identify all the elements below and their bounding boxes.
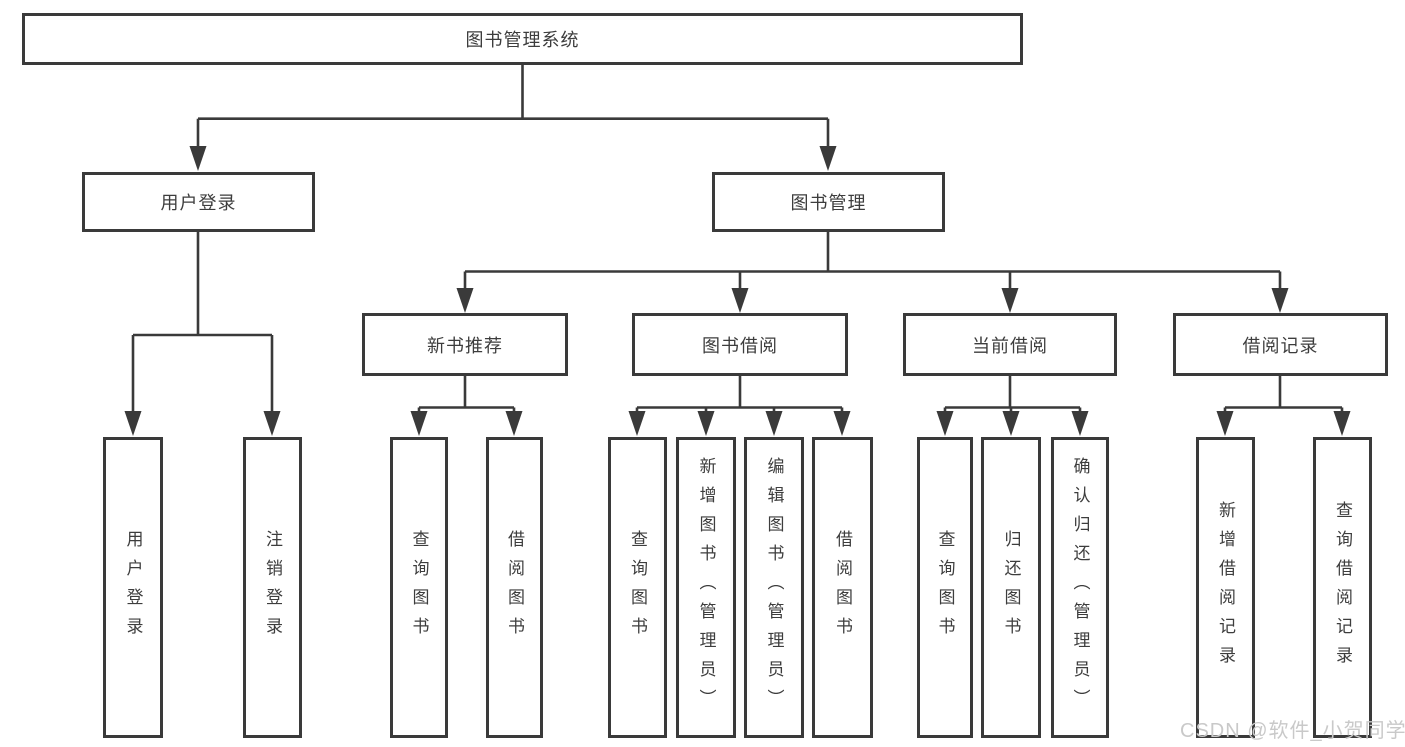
arrowhead: [936, 411, 954, 436]
arrowhead: [505, 411, 523, 436]
arrowhead: [1271, 288, 1289, 313]
node-label: 图书管理: [790, 193, 867, 213]
node-new-book-recommend: 新书推荐: [362, 313, 568, 376]
connector-new-books-children: [410, 376, 523, 436]
leaf-add-books-admin: 新增图书（管理员）: [676, 437, 736, 738]
arrowhead: [819, 146, 837, 171]
arrowhead: [833, 411, 851, 436]
node-label: 用户登录: [160, 193, 237, 213]
node-label: 新增图书（管理员）: [696, 457, 716, 718]
node-library-system: 图书管理系统: [22, 13, 1023, 65]
connector-records-children: [1216, 376, 1351, 436]
arrowhead: [1333, 411, 1351, 436]
connector-book-mgmt-children: [456, 232, 1289, 313]
arrowhead: [189, 146, 207, 171]
leaf-query-books-current: 查询图书: [917, 437, 973, 738]
csdn-watermark: CSDN @软件_小贺同学: [1180, 720, 1405, 742]
arrowhead: [1002, 411, 1020, 436]
node-label: 借阅图书: [505, 529, 524, 646]
connector-borrowing-children: [628, 376, 851, 436]
node-label: 归还图书: [1001, 529, 1021, 646]
arrowhead: [263, 411, 281, 436]
arrowhead: [1216, 411, 1234, 436]
node-book-borrowing: 图书借阅: [632, 313, 848, 376]
node-label: 注销登录: [263, 529, 282, 646]
arrowhead: [731, 288, 749, 313]
arrowhead: [697, 411, 715, 436]
leaf-borrow-books-borrowing: 借阅图书: [812, 437, 873, 738]
leaf-add-borrow-record: 新增借阅记录: [1196, 437, 1255, 738]
leaf-borrow-books-recommend: 借阅图书: [486, 437, 543, 738]
leaf-query-borrow-record: 查询借阅记录: [1313, 437, 1372, 738]
node-label: 查询图书: [409, 529, 429, 646]
node-label: 新增借阅记录: [1216, 500, 1235, 675]
node-label: 查询借阅记录: [1333, 500, 1352, 675]
node-borrow-records: 借阅记录: [1173, 313, 1388, 376]
arrowhead: [456, 288, 474, 313]
arrowhead: [628, 411, 646, 436]
node-label: 当前借阅: [972, 335, 1048, 356]
leaf-logout: 注销登录: [243, 437, 302, 738]
arrowhead: [765, 411, 783, 436]
leaf-edit-books-admin: 编辑图书（管理员）: [744, 437, 804, 738]
node-current-borrowing: 当前借阅: [903, 313, 1117, 376]
node-label: 图书管理系统: [465, 30, 580, 50]
node-book-management: 图书管理: [712, 172, 945, 232]
node-label: 查询图书: [628, 529, 647, 646]
node-label: 借阅记录: [1242, 335, 1319, 356]
node-user-login: 用户登录: [82, 172, 315, 232]
arrowhead: [1071, 411, 1089, 436]
leaf-query-books-borrowing: 查询图书: [608, 437, 667, 738]
node-label: 新书推荐: [427, 335, 503, 356]
arrowhead: [124, 411, 142, 436]
arrowhead: [410, 411, 428, 436]
connector-current-children: [936, 376, 1089, 436]
leaf-return-books: 归还图书: [981, 437, 1041, 738]
connector-root-to-level1: [189, 65, 837, 171]
node-label: 查询图书: [935, 529, 955, 646]
node-label: 用户登录: [123, 529, 143, 646]
leaf-user-login: 用户登录: [103, 437, 163, 738]
leaf-query-books-recommend: 查询图书: [390, 437, 448, 738]
node-label: 图书借阅: [702, 335, 778, 356]
connector-user-login-children: [124, 232, 281, 436]
node-label: 编辑图书（管理员）: [764, 457, 784, 718]
leaf-confirm-return-admin: 确认归还（管理员）: [1051, 437, 1109, 738]
node-label: 借阅图书: [833, 529, 852, 646]
arrowhead: [1001, 288, 1019, 313]
node-label: 确认归还（管理员）: [1070, 457, 1090, 718]
